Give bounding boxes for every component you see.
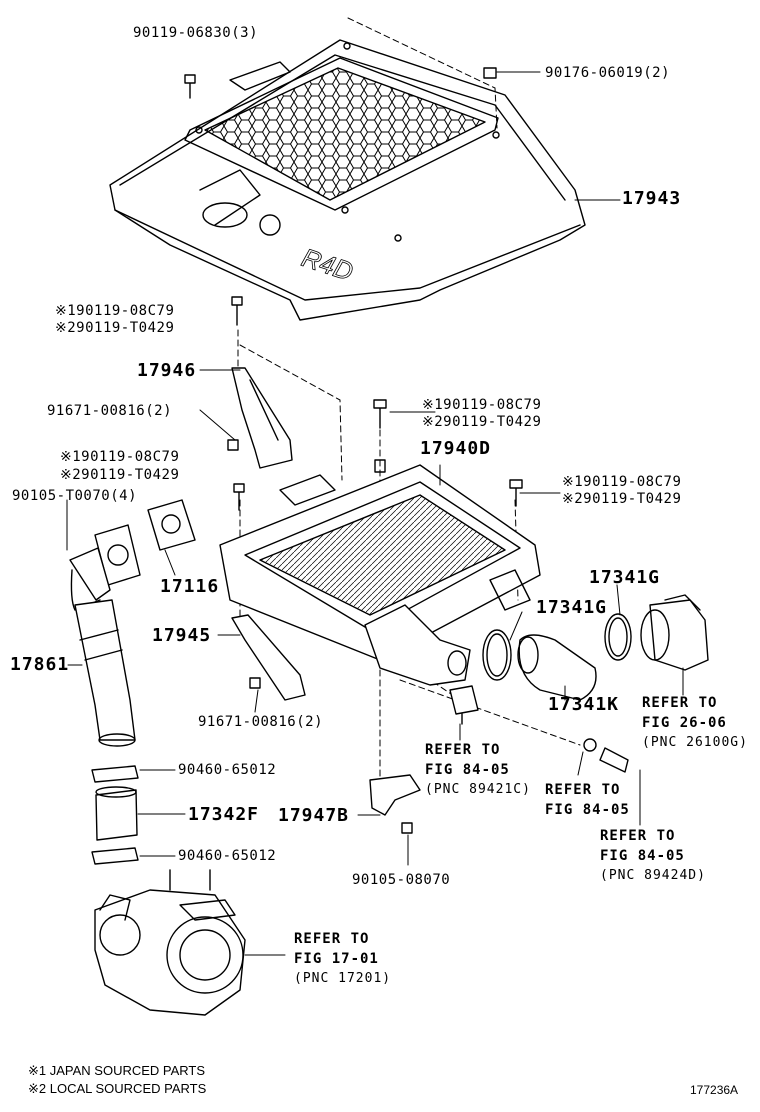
part-label-90176-06019[interactable]: 90176-06019(2) xyxy=(545,65,671,81)
part-label-90119-T0429-d[interactable]: ※290119-T0429 xyxy=(562,491,682,507)
turbocharger xyxy=(94,869,246,1016)
part-label-17341G-right[interactable]: 17341G xyxy=(589,567,661,588)
part-label-90460-65012-bottom[interactable]: 90460-65012 xyxy=(178,848,277,864)
part-label-17116[interactable]: 17116 xyxy=(160,576,220,597)
note-japan-sourced: ※1 JAPAN SOURCED PARTS xyxy=(28,1063,206,1078)
part-label-17947B[interactable]: 17947B xyxy=(278,805,350,826)
part-label-90119-08C79-b[interactable]: ※190119-08C79 xyxy=(422,397,542,413)
part-label-17946[interactable]: 17946 xyxy=(137,360,197,381)
part-label-90119-T0429-c[interactable]: ※290119-T0429 xyxy=(60,467,180,483)
part-label-90119-T0429-b[interactable]: ※290119-T0429 xyxy=(422,414,542,430)
part-label-90119-08C79-d[interactable]: ※190119-08C79 xyxy=(562,474,682,490)
part-label-17940D[interactable]: 17940D xyxy=(420,438,492,459)
part-label-17341K[interactable]: 17341K xyxy=(548,694,620,715)
part-label-17943[interactable]: 17943 xyxy=(622,188,682,209)
part-label-90119-T0429-a[interactable]: ※290119-T0429 xyxy=(55,320,175,336)
part-label-17861[interactable]: 17861 xyxy=(10,654,70,675)
bolt-icons xyxy=(184,67,523,834)
part-label-17945[interactable]: 17945 xyxy=(152,625,212,646)
part-label-90119-06830[interactable]: 90119-06830(3) xyxy=(133,25,259,41)
intercooler-17940D xyxy=(219,459,541,686)
diagram-code: 177236A xyxy=(690,1083,739,1097)
part-label-90105-08070[interactable]: 90105-08070 xyxy=(352,872,451,888)
note-local-sourced: ※2 LOCAL SOURCED PARTS xyxy=(28,1081,207,1096)
part-label-17341G-left[interactable]: 17341G xyxy=(536,597,608,618)
part-label-90119-08C79-a[interactable]: ※190119-08C79 xyxy=(55,303,175,319)
part-label-91671-00816-top[interactable]: 91671-00816(2) xyxy=(47,403,173,419)
part-label-91671-00816-bottom[interactable]: 91671-00816(2) xyxy=(198,714,324,730)
part-label-90119-08C79-c[interactable]: ※190119-08C79 xyxy=(60,449,180,465)
engine-cover-17943: R4D xyxy=(109,39,586,321)
throttle-body xyxy=(640,594,709,671)
part-label-17342F[interactable]: 17342F xyxy=(188,804,260,825)
part-label-90105-T0070[interactable]: 90105-T0070(4) xyxy=(12,488,138,504)
part-label-90460-65012-top[interactable]: 90460-65012 xyxy=(178,762,277,778)
